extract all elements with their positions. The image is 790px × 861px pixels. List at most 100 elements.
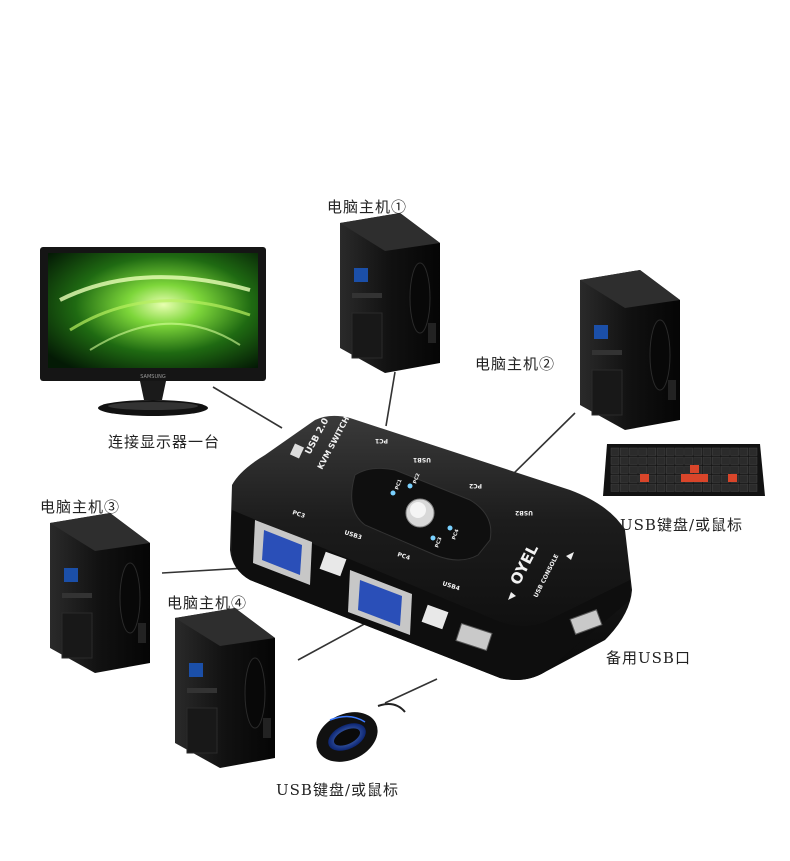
keyboard-key	[665, 465, 675, 474]
keyboard-key	[610, 465, 620, 474]
label-pc4: 电脑主机④	[167, 594, 248, 612]
keyboard-key	[665, 456, 675, 465]
keyboard-key	[619, 447, 629, 456]
keyboard-key	[675, 483, 684, 492]
keyboard-icon	[603, 444, 765, 496]
keyboard-key	[610, 483, 620, 492]
keyboard-key	[675, 456, 684, 465]
keyboard-key	[730, 456, 739, 465]
keyboard-key	[647, 465, 657, 474]
line-mouse	[384, 678, 438, 704]
line-pc4	[297, 621, 369, 661]
label-pc3: 电脑主机③	[40, 498, 121, 516]
keyboard-key	[739, 474, 749, 483]
keyboard-key	[748, 456, 758, 465]
keyboard-key	[629, 474, 638, 483]
monitor-brand: SAMSUNG	[140, 374, 166, 380]
usb-a-port-side	[569, 609, 603, 635]
keyboard-key	[748, 447, 758, 456]
keyboard-key	[638, 447, 647, 456]
keyboard-key	[647, 456, 657, 465]
keyboard-key	[629, 456, 638, 465]
label-keyboard-right: USB键盘/或鼠标	[620, 516, 743, 534]
keyboard-key	[730, 465, 739, 474]
keyboard-key	[721, 447, 730, 456]
keyboard-key	[748, 483, 758, 492]
line-pc1	[385, 371, 396, 427]
keyboard-key	[711, 474, 721, 483]
keyboard-key	[721, 465, 730, 474]
pc-tower-icon-3	[50, 513, 150, 673]
keyboard-key	[619, 474, 629, 483]
keyboard-key	[656, 447, 666, 456]
line-monitor	[212, 386, 283, 429]
keyboard-key	[711, 465, 721, 474]
label-pc1: 电脑主机①	[327, 198, 408, 216]
keyboard-key	[748, 465, 758, 474]
keyboard-key	[656, 483, 666, 492]
keyboard-key	[739, 483, 749, 492]
keyboard-key	[665, 447, 675, 456]
keyboard-key	[702, 447, 712, 456]
led-label-pc3: PC3	[434, 536, 444, 549]
keyboard-key	[693, 483, 703, 492]
keyboard-key	[702, 456, 712, 465]
keyboard-key	[638, 465, 647, 474]
port-label-usb2: USB2	[515, 509, 533, 516]
keyboard-key	[739, 465, 749, 474]
keyboard-key	[748, 474, 758, 483]
pc-tower-icon-1	[340, 213, 440, 373]
keyboard-key	[721, 483, 730, 492]
keyboard-key	[610, 474, 620, 483]
keyboard-key	[665, 483, 675, 492]
label-pc2: 电脑主机②	[475, 355, 556, 373]
port-label-usb1: USB1	[413, 456, 431, 463]
keyboard-key	[730, 447, 739, 456]
port-label-pc2: PC2	[469, 482, 482, 489]
keyboard-key	[693, 447, 703, 456]
keyboard-key	[730, 483, 739, 492]
keyboard-key	[711, 456, 721, 465]
keyboard-key	[739, 447, 749, 456]
label-mouse-bottom: USB键盘/或鼠标	[276, 781, 399, 799]
usb-a-port-front	[455, 622, 493, 652]
keyboard-key	[629, 465, 638, 474]
keyboard-key	[656, 474, 666, 483]
keyboard-key	[647, 483, 657, 492]
keyboard-key	[711, 447, 721, 456]
keyboard-key	[684, 456, 693, 465]
port-label-pc4: PC4	[396, 551, 411, 562]
keyboard-key	[619, 465, 629, 474]
keyboard-key	[721, 456, 730, 465]
keyboard-key	[629, 483, 638, 492]
keyboard-key	[619, 483, 629, 492]
line-pc2	[506, 412, 576, 481]
keyboard-key	[629, 447, 638, 456]
mouse-icon	[316, 703, 406, 762]
keyboard-key	[693, 456, 703, 465]
port-label-pc3: PC3	[291, 509, 306, 520]
vga-port-3	[253, 520, 312, 585]
pc-tower-icon-2	[580, 270, 680, 430]
usb-b-port-3	[319, 551, 347, 577]
label-backup-usb: 备用USB口	[606, 649, 691, 667]
keyboard-key	[610, 456, 620, 465]
vga-port-4	[348, 570, 412, 635]
keyboard-key	[702, 465, 712, 474]
keyboard-key	[610, 447, 620, 456]
led-label-pc1: PC1	[394, 478, 404, 491]
monitor-icon: SAMSUNG	[40, 247, 266, 416]
keyboard-key	[638, 483, 647, 492]
keyboard-key	[647, 447, 657, 456]
keyboard-key	[665, 474, 675, 483]
keyboard-key	[739, 456, 749, 465]
usb-b-port-4	[421, 604, 449, 630]
led-label-pc2: PC2	[412, 472, 422, 485]
kvm-switch-icon: USB 2.0 KVM SWITCH OYEL USB CONSOLE PC1 …	[230, 415, 632, 680]
keyboard-key	[638, 456, 647, 465]
keyboard-key	[656, 465, 666, 474]
keyboard-key	[702, 483, 712, 492]
keyboard-key	[675, 447, 684, 456]
label-monitor: 连接显示器一台	[108, 433, 221, 451]
